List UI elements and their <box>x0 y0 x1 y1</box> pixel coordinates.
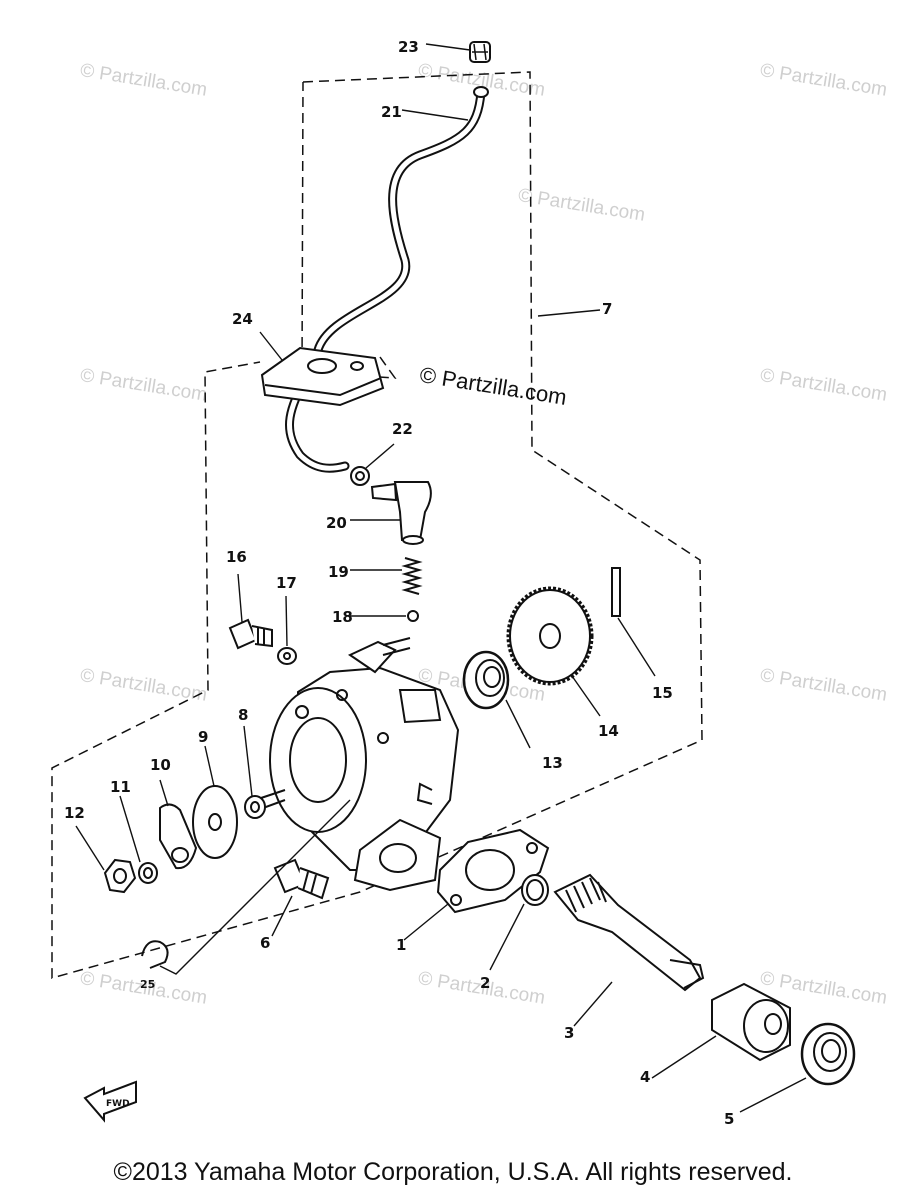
drive-gear <box>506 586 594 686</box>
callout-6: 6 <box>260 934 270 952</box>
leader-lines <box>75 43 807 1113</box>
callout-13: 13 <box>542 754 563 772</box>
callout-14: 14 <box>598 722 619 740</box>
callout-16: 16 <box>226 548 247 566</box>
callout-3: 3 <box>564 1024 574 1042</box>
pipe-top-end <box>473 86 489 98</box>
pump-shaft <box>416 782 433 805</box>
check-ball <box>407 610 419 622</box>
callout-7: 7 <box>602 300 612 318</box>
cap-nut <box>469 41 491 63</box>
shim-washer <box>244 795 266 819</box>
oil-seal <box>462 650 510 710</box>
bearing <box>800 1022 856 1086</box>
adjusting-plate <box>192 785 238 859</box>
forward-label: FWD <box>106 1099 130 1109</box>
wire-clip <box>141 940 169 969</box>
callout-19: 19 <box>328 563 349 581</box>
callout-2: 2 <box>480 974 490 992</box>
callout-11: 11 <box>110 778 131 796</box>
gasket <box>436 828 550 914</box>
callout-23: 23 <box>398 38 419 56</box>
collar <box>711 982 791 1062</box>
oil-pump-body <box>251 637 460 892</box>
bolt <box>228 618 273 650</box>
callout-12: 12 <box>64 804 85 822</box>
callout-21: 21 <box>381 103 402 121</box>
callout-18: 18 <box>332 608 353 626</box>
spring-washer <box>138 862 158 884</box>
washer <box>277 647 297 665</box>
callout-8: 8 <box>238 706 248 724</box>
adjusting-pulley <box>159 803 198 870</box>
callout-4: 4 <box>640 1068 650 1086</box>
fitting-nut <box>350 466 370 486</box>
grommet <box>260 346 385 407</box>
callout-10: 10 <box>150 756 171 774</box>
callout-9: 9 <box>198 728 208 746</box>
callout-17: 17 <box>276 574 297 592</box>
banjo-fitting <box>370 481 432 545</box>
hex-nut <box>103 858 137 894</box>
callout-5: 5 <box>724 1110 734 1128</box>
callout-numbers: 23 21 24 7 22 20 19 16 17 18 15 14 13 8 … <box>64 38 734 1128</box>
worm-shaft <box>553 873 705 992</box>
forward-arrow-icon: FWD <box>83 1080 137 1123</box>
mounting-bolt <box>273 858 330 900</box>
callout-20: 20 <box>326 514 347 532</box>
copyright-notice: ©2013 Yamaha Motor Corporation, U.S.A. A… <box>113 1158 793 1186</box>
callout-25: 25 <box>140 978 155 991</box>
callout-1: 1 <box>396 936 406 954</box>
callout-22: 22 <box>392 420 413 438</box>
callout-15: 15 <box>652 684 673 702</box>
callout-24: 24 <box>232 310 253 328</box>
spring <box>401 557 423 595</box>
dowel-pin <box>611 567 621 617</box>
delivery-pipe <box>285 87 486 473</box>
